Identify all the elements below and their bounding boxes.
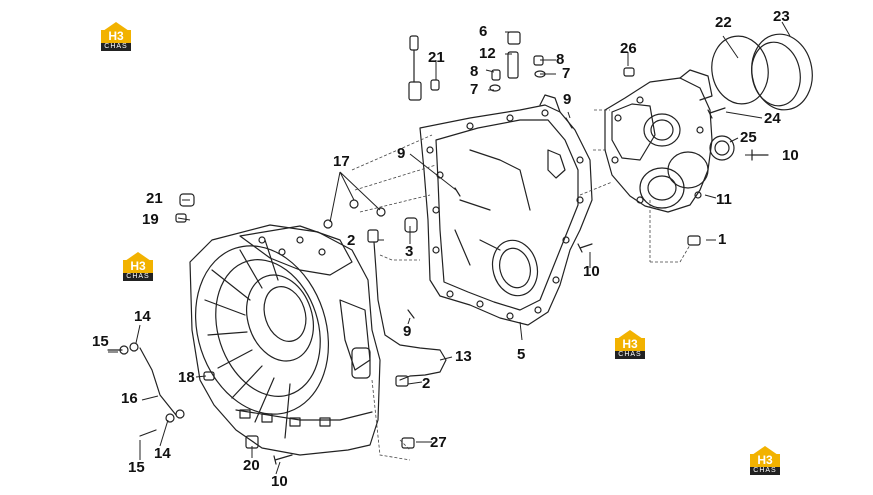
callout-3: 3	[405, 243, 414, 260]
o-ring	[711, 35, 769, 105]
callout-13: 13	[455, 348, 472, 365]
callout-21-left: 21	[146, 190, 163, 207]
callout-7-left: 7	[470, 81, 479, 98]
callout-21-top: 21	[428, 49, 445, 66]
output-housing	[604, 69, 713, 213]
callout-8-right: 8	[556, 51, 565, 68]
oil-tube	[373, 241, 447, 381]
seal-ring	[709, 135, 735, 161]
callout-24: 24	[764, 110, 781, 127]
callout-9-lower: 9	[403, 323, 412, 340]
callout-14-top: 14	[134, 308, 151, 325]
callout-12: 12	[479, 45, 496, 62]
callout-16: 16	[121, 390, 138, 407]
watermark-logo-top-left: H3 CHAS	[97, 22, 135, 52]
converter-housing	[189, 224, 381, 456]
callout-17: 17	[333, 153, 350, 170]
speed-sensor	[408, 35, 440, 101]
callout-10-bottom: 10	[271, 473, 288, 490]
callout-6: 6	[479, 23, 488, 40]
transmission-case	[419, 94, 593, 326]
callout-9-top: 9	[563, 91, 572, 108]
cover-cap	[751, 33, 813, 111]
watermark-logo-bottom-right: H3 CHAS	[746, 446, 784, 476]
callout-14-bottom: 14	[154, 445, 171, 462]
callout-1: 1	[718, 231, 727, 248]
leader-lines	[108, 21, 791, 475]
assembly-lines	[351, 109, 691, 461]
callout-18: 18	[178, 369, 195, 386]
watermark-logo-left: H3 CHAS	[119, 252, 157, 282]
callout-10-right: 10	[782, 147, 799, 164]
callout-2-upper: 2	[347, 232, 356, 249]
callout-22: 22	[715, 14, 732, 31]
callout-2-lower: 2	[422, 375, 431, 392]
callout-27: 27	[430, 434, 447, 451]
callout-23: 23	[773, 8, 790, 25]
callout-5: 5	[517, 346, 526, 363]
callout-10-center: 10	[583, 263, 600, 280]
callout-15-top: 15	[92, 333, 109, 350]
callout-7-right: 7	[562, 65, 571, 82]
ground-strap	[139, 347, 177, 416]
watermark-logo-center-right: H3 CHAS	[611, 330, 649, 360]
callout-9-center: 9	[397, 145, 406, 162]
callout-26: 26	[620, 40, 637, 57]
callout-25: 25	[740, 129, 757, 146]
callout-11: 11	[716, 191, 732, 208]
callout-15-bottom: 15	[128, 459, 145, 476]
callout-8-left: 8	[470, 63, 479, 80]
callout-19: 19	[142, 211, 159, 228]
callout-20: 20	[243, 457, 260, 474]
